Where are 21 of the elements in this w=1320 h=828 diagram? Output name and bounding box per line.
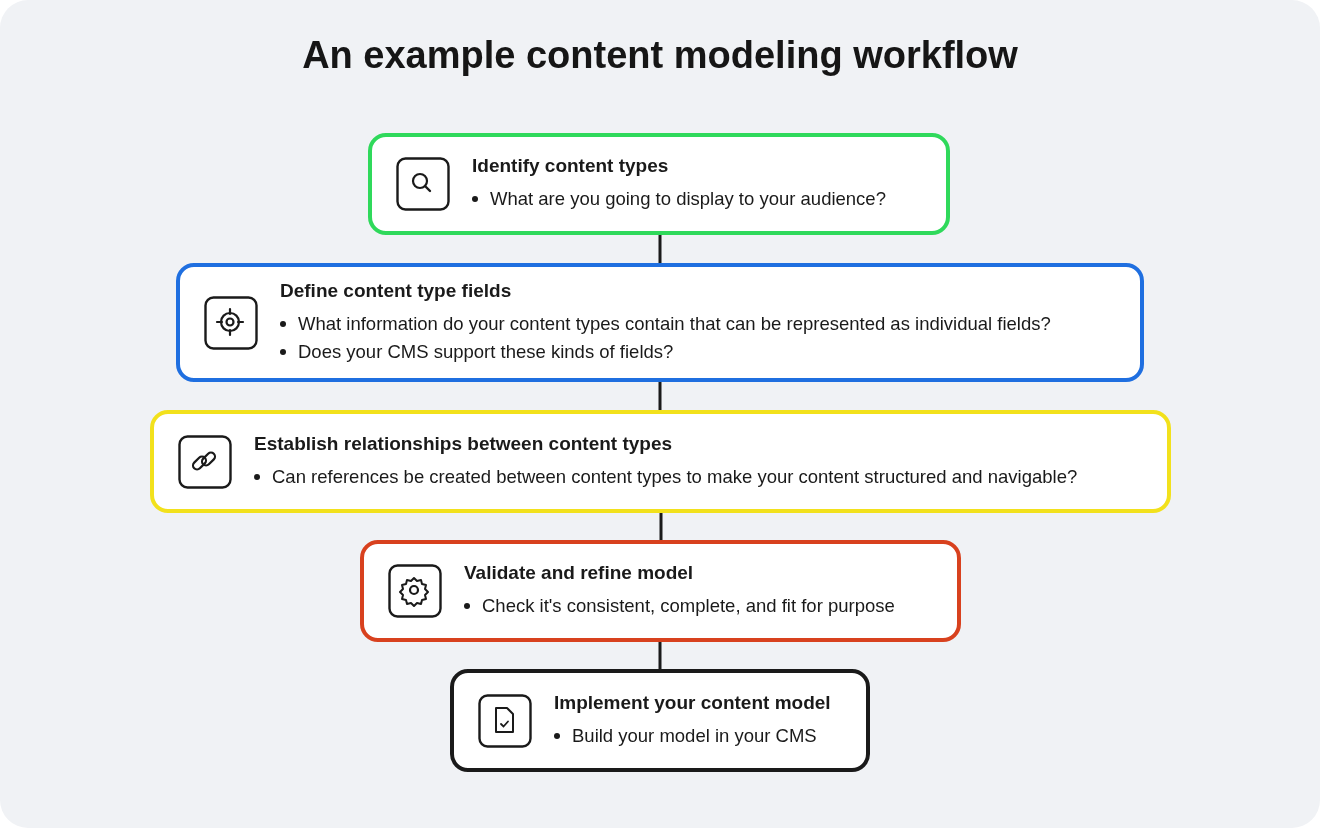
bullet-text: Build your model in your CMS xyxy=(572,724,817,747)
step-heading: Validate and refine model xyxy=(464,562,695,584)
step-heading: Identify content types xyxy=(472,155,670,177)
bullet-text: Check it's consistent, complete, and fit for purpose xyxy=(482,595,895,617)
step-heading: Establish relationships between content types xyxy=(254,432,674,455)
connector-line xyxy=(658,382,662,410)
step-box xyxy=(368,133,950,235)
connector-line xyxy=(658,642,662,669)
step-box xyxy=(360,540,961,642)
step-box xyxy=(150,410,1171,513)
connector-line xyxy=(658,235,662,263)
bullet-text: Does your CMS support these kinds of fields? xyxy=(298,340,674,363)
diagram-title: An example content modeling workflow xyxy=(301,34,1019,77)
bullet-text: What are you going to display to your audience? xyxy=(490,188,886,210)
step-heading: Define content type fields xyxy=(280,279,513,302)
step-box xyxy=(450,669,870,772)
step-box xyxy=(176,263,1144,382)
step-heading: Implement your content model xyxy=(554,691,831,714)
bullet-text: Can references be created between content types to make your content structured and navigable? xyxy=(272,465,1078,488)
bullet-text: What information do your content types contain that can be represented as individual fields? xyxy=(298,312,1051,335)
connector-line xyxy=(659,513,663,540)
